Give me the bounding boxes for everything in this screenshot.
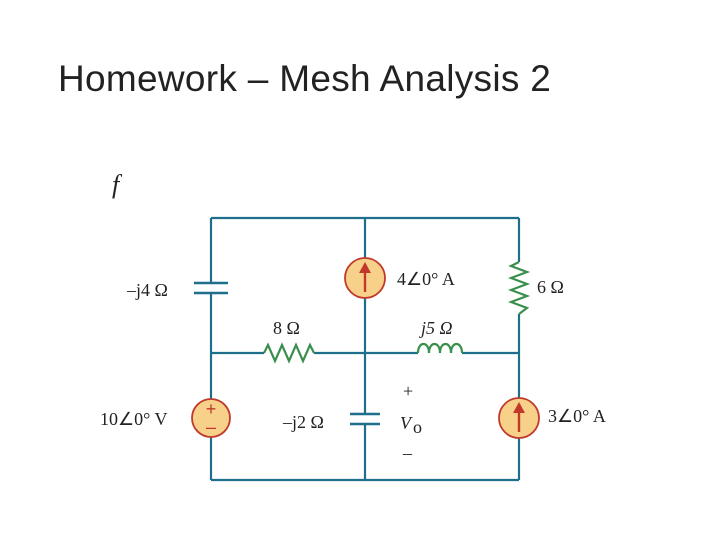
current-source-3A [498, 397, 540, 439]
vo-label: V [400, 413, 413, 433]
vo-plus: + [403, 381, 413, 401]
label-res-8: 8 Ω [273, 318, 300, 338]
problem-marker: f [112, 170, 120, 199]
vo-minus: – [402, 443, 413, 463]
inductor-j5 [416, 342, 464, 354]
vsrc-plus: + [206, 399, 217, 419]
vsrc-minus: – [206, 417, 216, 437]
circuit-wires [209, 216, 521, 482]
voltage-source-10V: + – [191, 398, 231, 438]
vo-subscript: o [413, 417, 422, 437]
capacitor-j4 [194, 281, 228, 295]
label-vsrc-10V: 10∠0° V [100, 409, 168, 429]
resistor-6ohm [507, 261, 531, 315]
label-cap-j4: –j4 Ω [126, 280, 168, 300]
label-ind-j5: j5 Ω [419, 318, 453, 338]
current-source-4A [344, 257, 386, 299]
label-res-6: 6 Ω [537, 277, 564, 297]
slide-title: Homework – Mesh Analysis 2 [58, 58, 552, 99]
capacitor-j2 [350, 412, 380, 426]
resistor-8ohm [263, 342, 315, 364]
label-source-4A: 4∠0° A [397, 269, 455, 289]
label-cap-j2: –j2 Ω [282, 412, 324, 432]
label-source-3A: 3∠0° A [548, 406, 606, 426]
